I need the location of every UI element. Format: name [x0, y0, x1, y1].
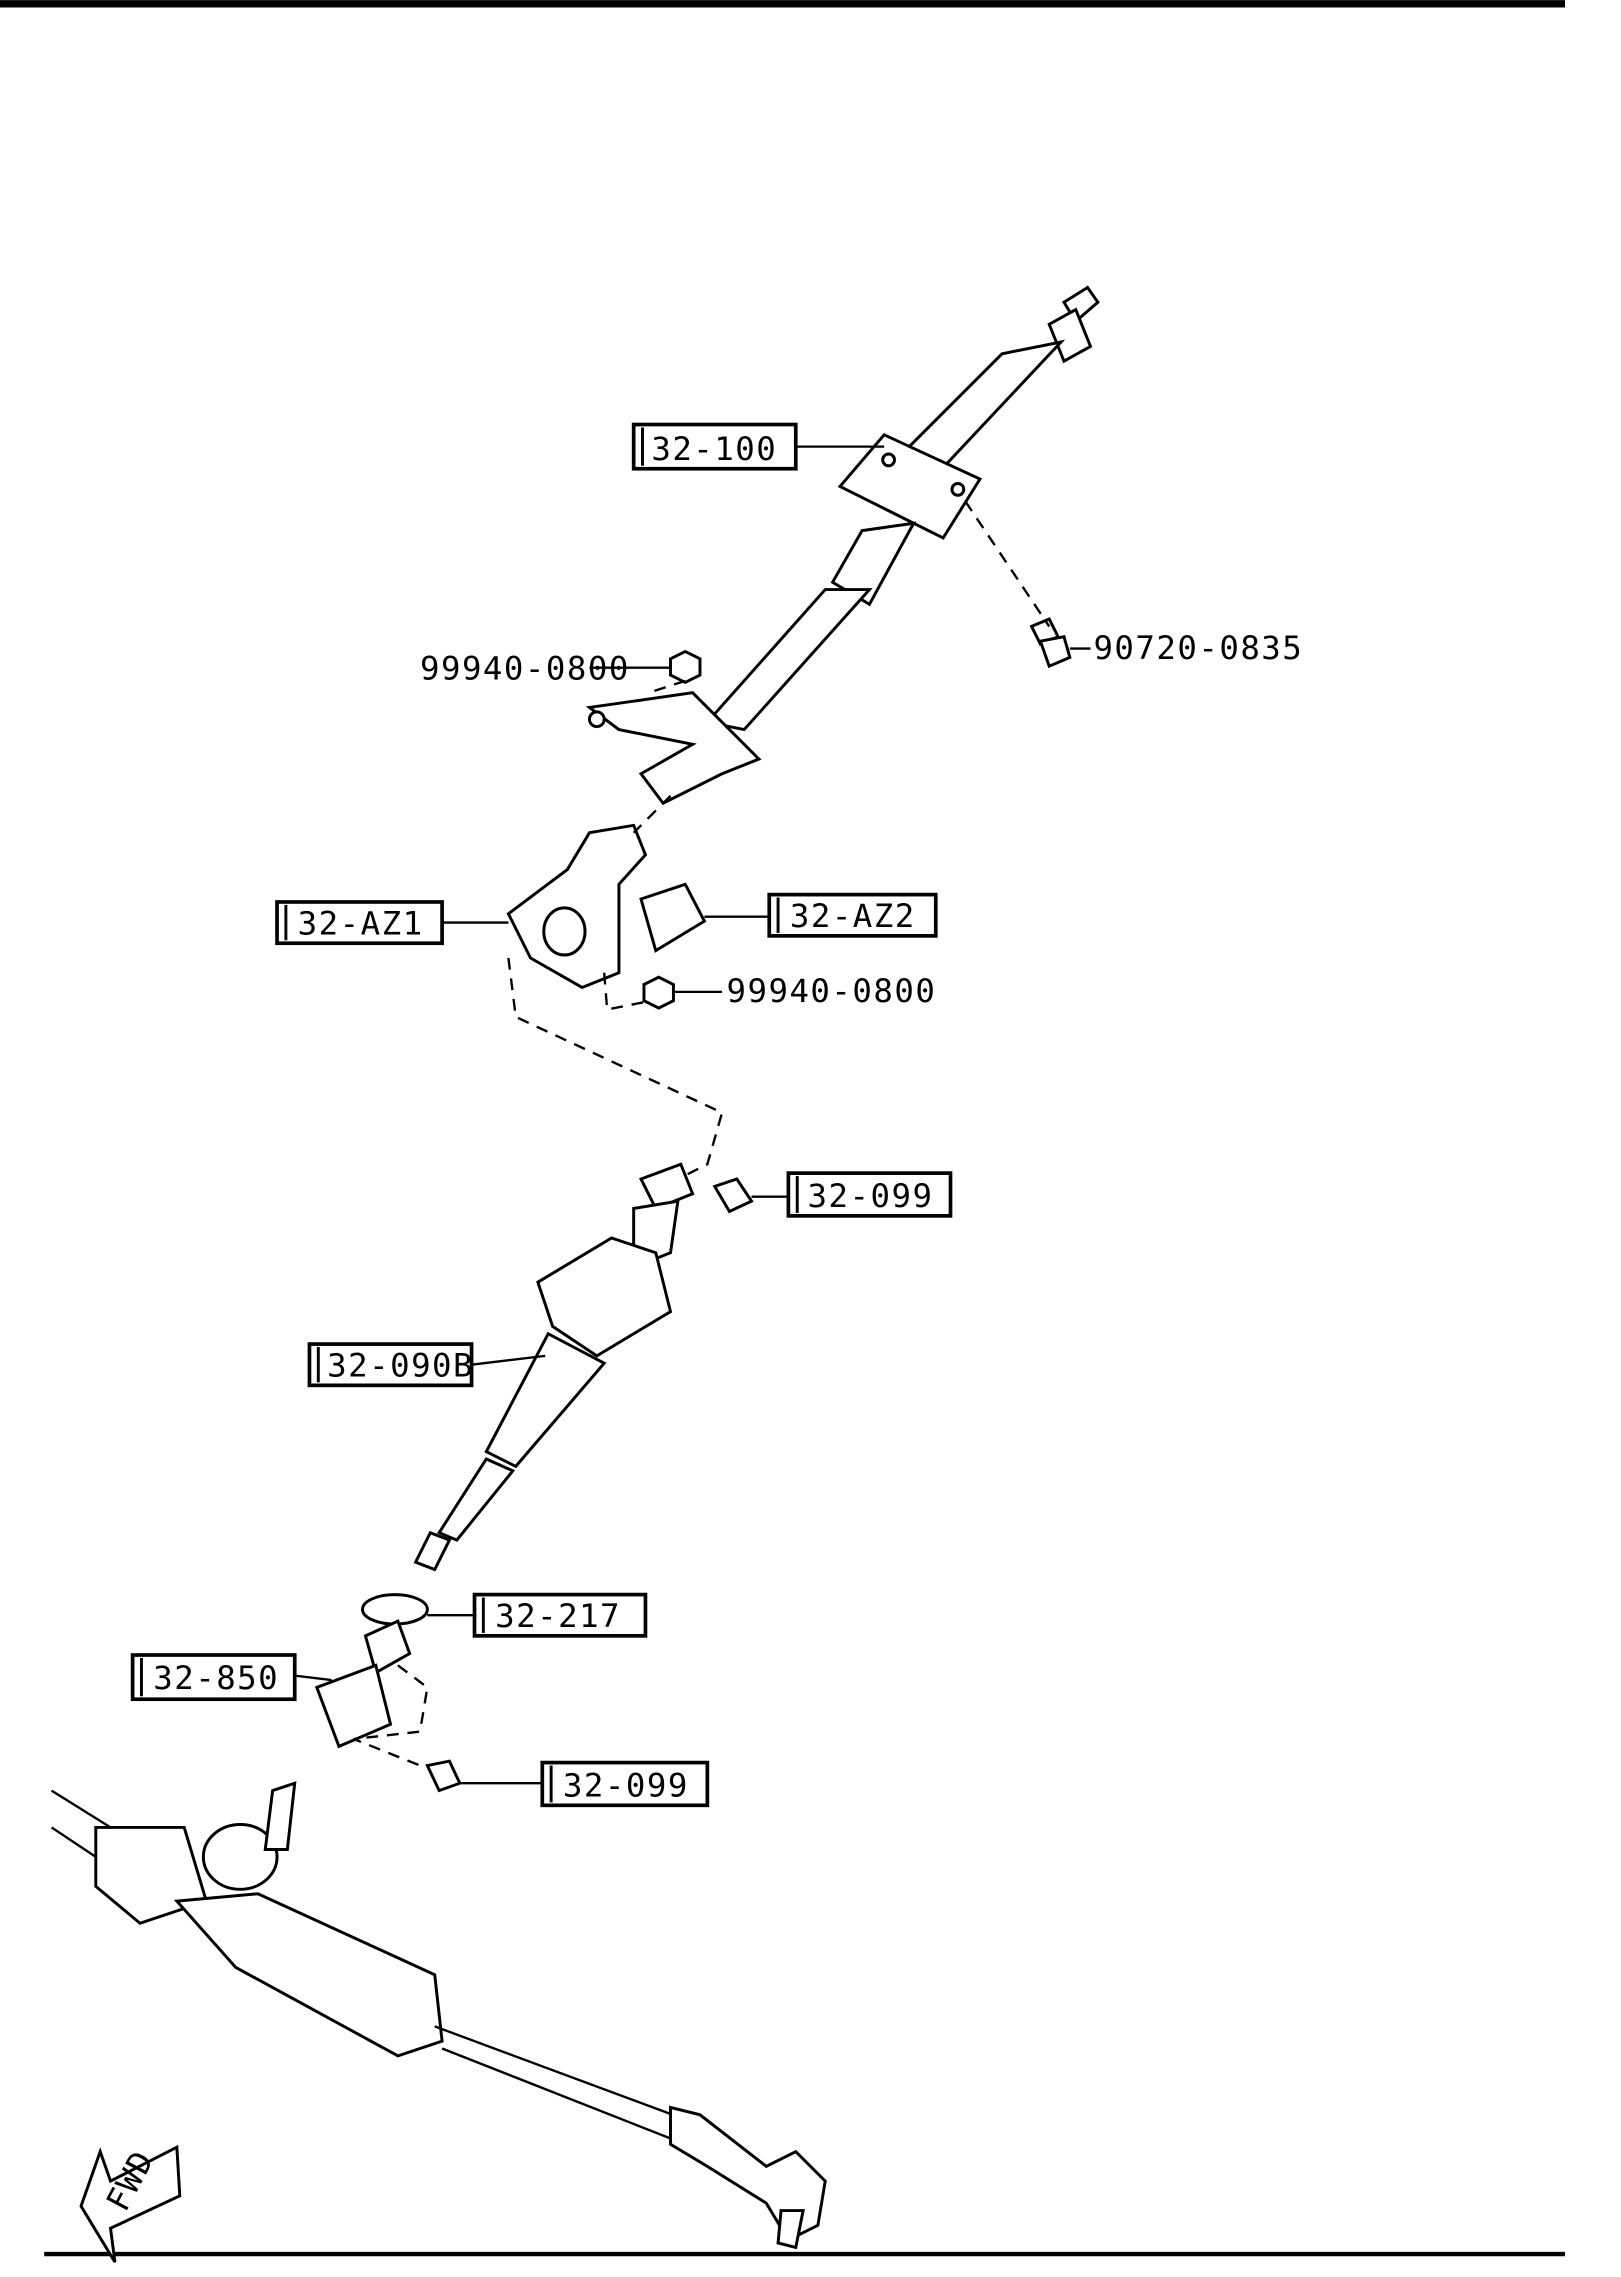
callout-99940-0800-lower: 99940-0800	[727, 972, 937, 1010]
callout-32-099-upper: 32-099	[786, 1171, 953, 1218]
svg-text:32-099: 32-099	[563, 1766, 689, 1804]
lower-joint-32-850	[314, 1619, 412, 1749]
fwd-arrow-icon: FWD	[79, 2144, 182, 2263]
bolt-icon	[712, 1177, 754, 1214]
callout-90720-0835: 90720-0835	[1093, 629, 1303, 667]
callout-32-AZ1: 32-AZ1	[275, 900, 444, 946]
svg-text:32-100: 32-100	[651, 430, 777, 468]
boot-seal-32-217	[361, 1593, 429, 1626]
column-joint-32-AZ1	[506, 823, 648, 990]
leader-lines	[294, 445, 1091, 1785]
svg-text:32-850: 32-850	[153, 1659, 279, 1697]
bottom-rule	[44, 2251, 1566, 2257]
top-rule	[0, 0, 1566, 8]
steering-gear-rack	[50, 1781, 827, 2250]
callout-32-100: 32-100	[631, 422, 798, 471]
nut-icon	[642, 975, 675, 1010]
cover-32-AZ2	[639, 882, 707, 953]
callout-32-099-lower: 32-099	[540, 1760, 710, 1808]
svg-text:32-099: 32-099	[808, 1177, 934, 1215]
svg-text:32-AZ2: 32-AZ2	[790, 897, 916, 935]
callout-32-090B: 32-090B	[307, 1342, 474, 1388]
intermediate-shaft-32-090B	[413, 1162, 695, 1572]
callout-32-AZ2: 32-AZ2	[767, 892, 938, 938]
upper-steering-column	[704, 285, 1100, 732]
callout-32-217: 32-217	[472, 1592, 648, 1638]
callout-32-850: 32-850	[130, 1653, 297, 1702]
svg-text:32-090B: 32-090B	[327, 1346, 474, 1384]
nut-icon	[669, 649, 702, 685]
svg-text:32-AZ1: 32-AZ1	[298, 904, 424, 942]
bolt-icon	[1029, 617, 1072, 669]
svg-text:32-217: 32-217	[495, 1597, 621, 1635]
callout-99940-0800-upper: 99940-0800	[420, 649, 630, 687]
bolt-icon	[425, 1759, 462, 1793]
